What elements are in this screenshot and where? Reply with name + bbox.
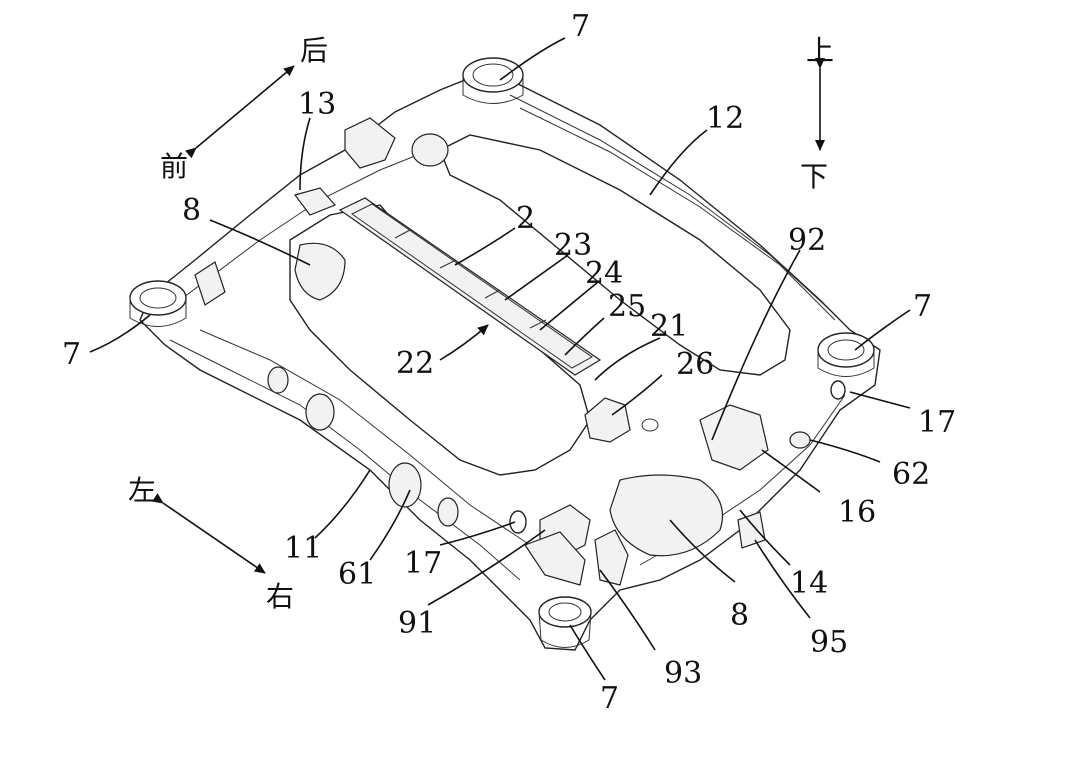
callout-8: 8 <box>730 598 749 633</box>
callout-7: 7 <box>913 289 932 324</box>
aperture <box>609 474 724 557</box>
callout-26: 26 <box>676 347 714 382</box>
callout-13: 13 <box>298 87 336 122</box>
callout-25: 25 <box>608 289 646 324</box>
callout-8: 8 <box>182 193 201 228</box>
callout-labels: 7 13 12 8 2 23 24 25 21 92 7 7 22 26 17 … <box>62 9 956 716</box>
callout-61: 61 <box>338 557 376 592</box>
subframe-assembly <box>129 57 881 651</box>
reinforcement-plate <box>338 197 602 376</box>
side-hole <box>305 393 335 431</box>
right-label: 右 <box>266 580 294 613</box>
bushing-mount-front-left <box>129 280 187 327</box>
callout-23: 23 <box>554 228 592 263</box>
up-label: 上 <box>806 34 834 67</box>
side-hole <box>267 366 289 394</box>
up-down-direction-arrow: 上 下 <box>800 34 834 193</box>
rear-label: 后 <box>300 34 328 67</box>
callout-95: 95 <box>810 625 848 660</box>
callout-22: 22 <box>396 346 434 381</box>
callout-14: 14 <box>790 566 828 601</box>
bushing-mount-front-right <box>538 596 592 648</box>
left-right-direction-arrow: 左 右 <box>128 474 294 613</box>
callout-62: 62 <box>892 457 930 492</box>
callout-21: 21 <box>650 309 688 344</box>
down-label: 下 <box>800 160 828 193</box>
callout-7: 7 <box>62 337 81 372</box>
front-label: 前 <box>160 150 188 183</box>
bushing-mount-rear-left <box>462 57 524 104</box>
callout-17: 17 <box>404 546 442 581</box>
callout-92: 92 <box>788 223 826 258</box>
callout-7: 7 <box>571 9 590 44</box>
callout-16: 16 <box>838 495 876 530</box>
rear-opening <box>439 134 791 376</box>
callout-17: 17 <box>918 405 956 440</box>
callout-7: 7 <box>600 681 619 716</box>
callout-2: 2 <box>516 201 535 236</box>
front-rear-direction-arrow: 后 前 <box>160 34 328 183</box>
bushing-mount-rear-right <box>817 332 875 377</box>
callout-91: 91 <box>398 606 436 641</box>
callout-11: 11 <box>284 531 322 566</box>
side-hole <box>789 431 811 449</box>
callout-93: 93 <box>664 656 702 691</box>
bracket-rear <box>699 404 769 471</box>
side-hole <box>437 497 459 527</box>
callout-12: 12 <box>706 101 744 136</box>
side-hole <box>388 462 422 508</box>
callout-24: 24 <box>585 256 623 291</box>
triangular-hole <box>584 397 631 443</box>
left-label: 左 <box>128 474 156 507</box>
leader-lines <box>89 37 911 681</box>
aperture <box>294 242 346 301</box>
